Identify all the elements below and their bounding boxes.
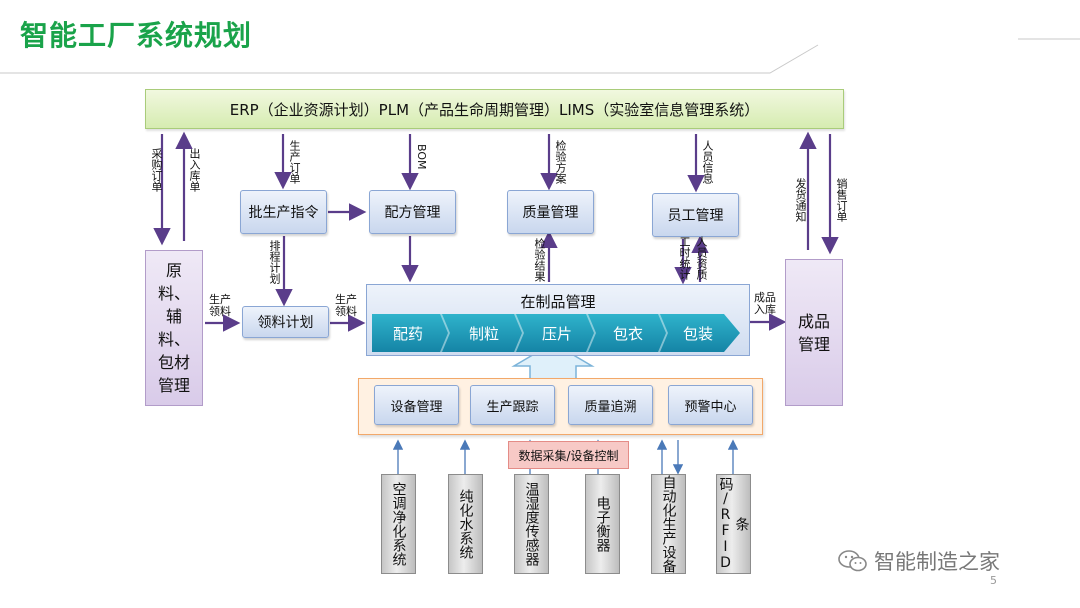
finished-goods-management: 成品管理 — [785, 259, 843, 406]
staff-management: 员工管理 — [652, 193, 739, 237]
label-production-order: 生产订单 — [288, 140, 301, 184]
label-shipping-notice: 发货通知 — [794, 178, 807, 222]
device-temp-humidity-sensor-label: 温湿度传感器 — [523, 482, 540, 566]
material-picking-plan: 领料计划 — [242, 306, 329, 338]
batch-production-order: 批生产指令 — [240, 190, 327, 234]
device-automation-equipment: 自动化生产设备 — [651, 474, 686, 574]
device-barcode-rfid-label: 条码/RFID — [717, 477, 750, 571]
device-purified-water-label: 纯化水系统 — [457, 489, 474, 559]
label-personnel-qualification: 人员资质 — [695, 236, 708, 280]
device-electronic-scale-label: 电子衡器 — [594, 496, 611, 552]
process-steps-bar: 配药 制粒 压片 包衣 包装 — [372, 314, 740, 352]
data-collection-control: 数据采集/设备控制 — [508, 441, 629, 469]
page-title: 智能工厂系统规划 — [20, 19, 253, 52]
quality-management: 质量管理 — [507, 190, 594, 234]
enterprise-systems-bar: ERP（企业资源计划）PLM（产品生命周期管理）LIMS（实验室信息管理系统） — [145, 89, 844, 129]
label-scheduling-plan: 排程计划 — [268, 240, 281, 284]
wip-title: 在制品管理 — [520, 293, 596, 311]
label-inout-slip: 出入库单 — [188, 148, 201, 192]
device-hvac-label: 空调净化系统 — [390, 482, 407, 566]
device-automation-equipment-label: 自动化生产设备 — [660, 475, 677, 573]
step-coating: 包衣 — [612, 324, 643, 343]
label-finished-storage: 成品入库 — [754, 291, 776, 316]
label-inspection-plan: 检验方案 — [554, 140, 567, 184]
label-production-picking-2: 生产领料 — [335, 293, 357, 318]
equipment-management: 设备管理 — [374, 385, 459, 425]
watermark: 智能制造之家 — [838, 546, 1000, 576]
device-purified-water: 纯化水系统 — [448, 474, 483, 574]
device-temp-humidity-sensor: 温湿度传感器 — [514, 474, 549, 574]
step-tableting: 压片 — [541, 324, 572, 343]
header-divider — [0, 38, 1080, 74]
step-granulation: 制粒 — [468, 324, 499, 343]
raw-material-management: 原料、辅料、包材管理 — [145, 250, 203, 406]
step-packaging: 包装 — [682, 324, 713, 343]
production-tracking: 生产跟踪 — [470, 385, 555, 425]
device-hvac: 空调净化系统 — [381, 474, 416, 574]
label-production-picking-1: 生产领料 — [209, 293, 231, 318]
label-purchase-order: 采购订单 — [150, 148, 163, 192]
label-work-hours: 工时统计 — [678, 236, 691, 280]
step-dispensing: 配药 — [392, 324, 423, 343]
alert-center: 预警中心 — [668, 385, 753, 425]
label-sales-order: 销售订单 — [835, 178, 848, 222]
label-inspection-result: 检验结果 — [533, 238, 546, 282]
recipe-management: 配方管理 — [369, 190, 456, 234]
page-number: 5 — [990, 574, 997, 587]
device-barcode-rfid: 条码/RFID — [716, 474, 751, 574]
wechat-icon — [838, 550, 867, 572]
label-bom: BOM — [415, 144, 428, 170]
label-personnel-info: 人员信息 — [701, 140, 714, 184]
quality-traceability: 质量追溯 — [568, 385, 653, 425]
watermark-text: 智能制造之家 — [874, 550, 1000, 574]
device-electronic-scale: 电子衡器 — [585, 474, 620, 574]
